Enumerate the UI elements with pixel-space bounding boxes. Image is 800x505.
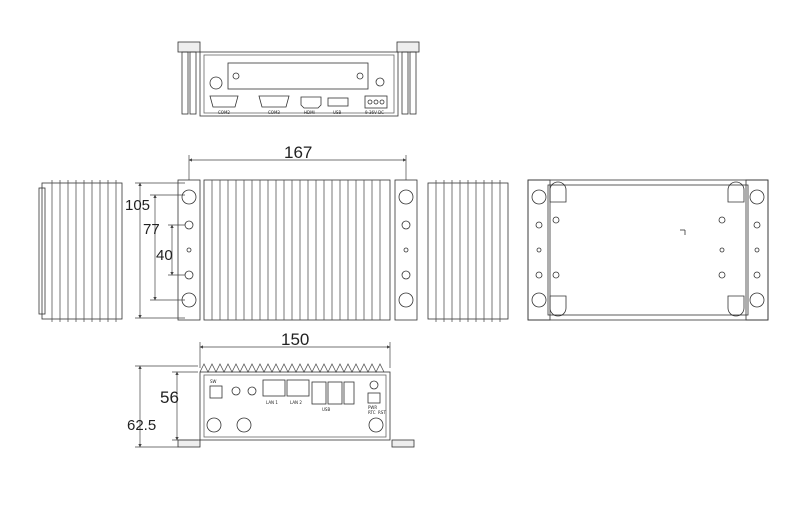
dimension-62-5 [135,365,198,448]
label-rtc: RTC [368,410,376,415]
label-lan2: LAN 2 [290,400,302,405]
mount-hole [184,220,194,230]
dim-label-150: 150 [281,330,309,349]
label-led: PWR [368,405,377,410]
antenna-hole [236,417,252,433]
left-side-fins [51,180,117,322]
dip-switch [209,385,223,399]
front-panel-body [199,371,391,441]
left-side-view [38,180,123,322]
label-usb: USB [333,110,341,115]
usb-port-stack [311,381,327,405]
audio-jack [231,386,241,396]
rear-panel-body [199,51,399,117]
usb-port [327,97,349,107]
led-indicator [367,392,381,404]
label-com3: COM3 [268,110,280,115]
lan1-port [262,379,286,397]
top-view [177,179,418,321]
mount-hole [401,270,411,280]
top-left-bracket [177,179,201,321]
rubber-foot [727,295,745,317]
antenna-hole [368,417,384,433]
front-view [177,363,415,448]
label-rst: RST [378,410,386,415]
top-view-fins [211,180,381,320]
dim-label-40: 40 [156,247,173,264]
ground-screw-icon [375,77,385,87]
bracket-screw-icon [181,189,197,205]
right-side-view [427,180,509,322]
rear-fin-tops [181,51,417,115]
hdmi-port [300,96,322,109]
dimension-167 [188,155,407,180]
dim-label-77: 77 [143,221,160,238]
bottom-right-bracket [745,179,769,321]
dim-label-167: 167 [284,143,312,162]
audio-jack [247,386,257,396]
label-hdmi: HDMI [304,110,315,115]
antenna-hole [209,76,223,90]
front-panel-labels: SW LAN 1 LAN 2 USB PWR RTC RST [210,379,386,415]
top-right-bracket [394,179,418,321]
bracket-screw-icon [398,292,414,308]
dimension-40 [168,224,185,276]
mount-hole [184,270,194,280]
label-sw: SW [210,379,217,384]
front-left-foot [177,439,201,448]
bottom-view [527,179,769,321]
expansion-cover [227,62,369,90]
rubber-foot [549,295,567,317]
power-terminal [364,95,388,109]
rear-panel-view [177,41,420,117]
dim-label-56: 56 [160,388,179,407]
bottom-left-bracket [527,179,551,321]
dimension-77 [150,194,185,301]
rubber-foot [549,181,567,203]
bottom-plate [527,179,769,321]
lan2-port [286,379,310,397]
front-right-foot [391,439,415,448]
usb-port-stack [343,381,355,405]
dim-label-62-5: 62.5 [127,417,156,434]
antenna-hole [206,417,222,433]
usb-port-stack [327,381,343,405]
dimension-56 [172,371,198,441]
rear-right-bracket [396,41,420,53]
com3-port [258,95,290,108]
bracket-screw-icon [398,189,414,205]
top-view-body [203,179,391,321]
right-side-fins [435,180,501,322]
front-fin-tops [199,363,385,373]
rear-left-bracket [177,41,201,53]
com2-port [209,95,239,108]
label-com2: COM2 [218,110,230,115]
rubber-foot [727,181,745,203]
dimension-150 [199,342,391,368]
label-usb-front: USB [322,407,330,412]
dim-label-105: 105 [125,197,150,214]
label-lan1: LAN 1 [266,400,278,405]
rear-panel-labels: COM2 COM3 HDMI USB 9-36V DC [218,110,384,115]
dimension-105 [135,182,185,319]
label-power: 9-36V DC [365,110,384,115]
mount-hole [401,220,411,230]
power-button-icon [369,380,379,390]
